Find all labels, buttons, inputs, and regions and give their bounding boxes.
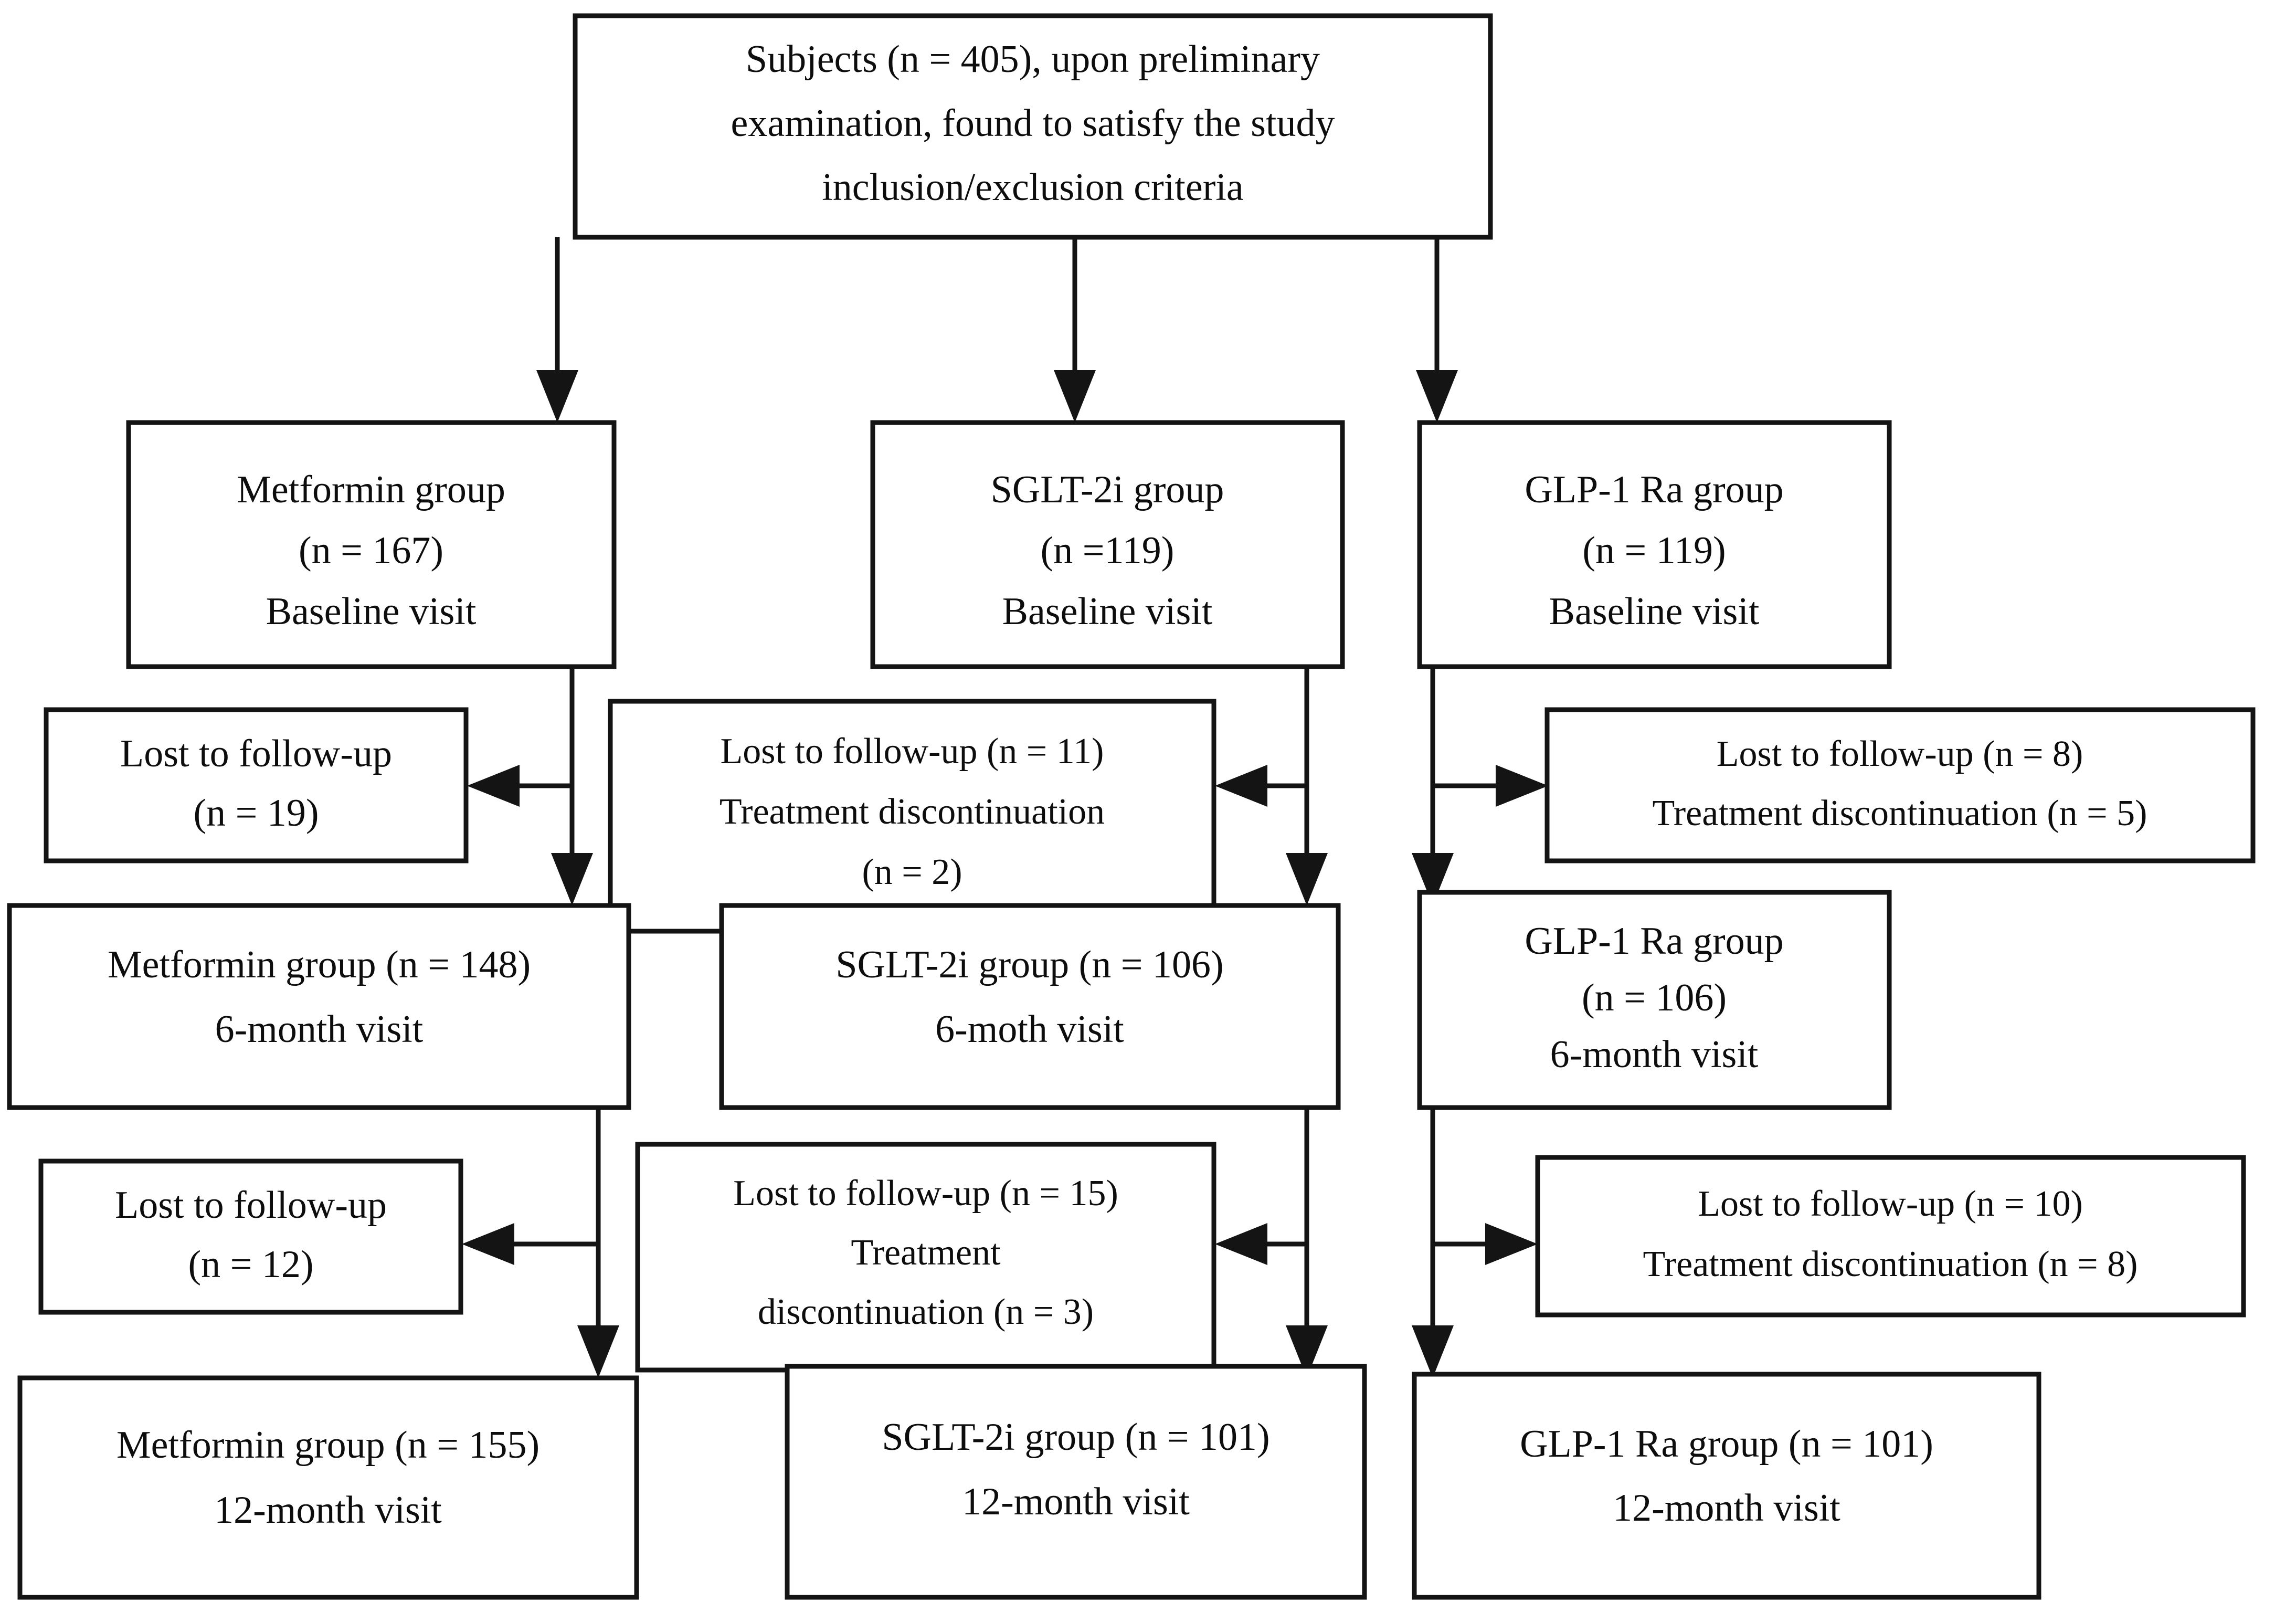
enrollment-line-1: Subjects (n = 405), upon preliminary <box>746 38 1320 81</box>
connector-glp1ra-6month-to-12month <box>1412 1108 1454 1378</box>
sglt2i-12month-line-2: 12-month visit <box>962 1480 1190 1523</box>
metformin-12month-line-1: Metformin group (n = 155) <box>117 1424 539 1467</box>
connector-metformin-baseline-to-6month <box>551 667 593 905</box>
node-glp1ra-6month: GLP-1 Ra group (n = 106) 6-month visit <box>1417 890 1892 1110</box>
sglt2i-attrition-2-line-3: discontinuation (n = 3) <box>758 1292 1094 1332</box>
glp1ra-6month-line-2: (n = 106) <box>1582 976 1727 1019</box>
glp1ra-12month-line-2: 12-month visit <box>1613 1487 1840 1530</box>
connector-glp1ra-baseline-to-6month <box>1412 667 1454 905</box>
node-metformin-attrition-2: Lost to follow-up (n = 12) <box>38 1158 463 1315</box>
node-metformin-12month: Metformin group (n = 155) 12-month visit <box>17 1375 639 1600</box>
node-sglt2i-12month: SGLT-2i group (n = 101) 12-month visit <box>785 1364 1367 1600</box>
metformin-baseline-line-3: Baseline visit <box>266 590 477 633</box>
metformin-attrition-2-line-2: (n = 12) <box>188 1243 313 1286</box>
glp1ra-6month-line-1: GLP-1 Ra group <box>1525 920 1783 963</box>
metformin-baseline-line-1: Metformin group <box>237 468 505 511</box>
connector-enrollment-to-metformin <box>536 237 578 423</box>
node-sglt2i-baseline: SGLT-2i group (n =119) Baseline visit <box>870 420 1345 669</box>
sglt2i-12month-line-1: SGLT-2i group (n = 101) <box>882 1416 1269 1459</box>
node-glp1ra-12month: GLP-1 Ra group (n = 101) 12-month visit <box>1412 1372 2041 1600</box>
sglt2i-6month-line-2: 6-moth visit <box>935 1008 1124 1051</box>
sglt2i-baseline-line-1: SGLT-2i group <box>991 468 1224 511</box>
metformin-6month-line-1: Metformin group (n = 148) <box>108 943 531 986</box>
glp1ra-attrition-1-line-1: Lost to follow-up (n = 8) <box>1717 734 2083 774</box>
connector-metformin-to-attrition-2 <box>462 1223 598 1265</box>
glp1ra-attrition-2-line-1: Lost to follow-up (n = 10) <box>1698 1184 2083 1224</box>
metformin-6month-line-2: 6-month visit <box>215 1008 424 1051</box>
sglt2i-attrition-1-line-1: Lost to follow-up (n = 11) <box>721 731 1104 772</box>
connector-sglt2i-6month-to-12month <box>1286 1108 1328 1378</box>
glp1ra-baseline-line-1: GLP-1 Ra group <box>1525 468 1783 511</box>
connector-enrollment-to-sglt2i <box>1054 237 1096 423</box>
sglt2i-attrition-2-line-2: Treatment <box>851 1232 1001 1273</box>
node-metformin-baseline: Metformin group (n = 167) Baseline visit <box>126 420 617 669</box>
sglt2i-baseline-line-2: (n =119) <box>1041 529 1175 572</box>
connector-metformin-6month-to-12month <box>577 1108 619 1378</box>
connector-metformin-to-attrition-1 <box>467 765 572 807</box>
sglt2i-6month-line-1: SGLT-2i group (n = 106) <box>835 943 1223 986</box>
glp1ra-baseline-line-3: Baseline visit <box>1549 590 1760 633</box>
glp1ra-12month-line-1: GLP-1 Ra group (n = 101) <box>1520 1423 1933 1466</box>
connector-layer <box>462 237 1548 1378</box>
glp1ra-attrition-2-line-2: Treatment discontinuation (n = 8) <box>1643 1244 2138 1284</box>
enrollment-line-3: inclusion/exclusion criteria <box>822 166 1244 209</box>
connector-glp1ra-to-attrition-1 <box>1433 765 1548 807</box>
node-sglt2i-attrition-2: Lost to follow-up (n = 15) Treatment dis… <box>635 1142 1216 1373</box>
node-metformin-attrition-1: Lost to follow-up (n = 19) <box>44 707 469 863</box>
glp1ra-baseline-line-2: (n = 119) <box>1582 529 1726 572</box>
node-sglt2i-attrition-1: Lost to follow-up (n = 11) Treatment dis… <box>608 699 1216 934</box>
connector-sglt2i-to-attrition-2 <box>1215 1223 1307 1265</box>
glp1ra-6month-line-3: 6-month visit <box>1550 1033 1759 1076</box>
connector-sglt2i-baseline-to-6month <box>1286 667 1328 905</box>
connector-glp1ra-to-attrition-2 <box>1433 1223 1538 1265</box>
sglt2i-attrition-1-line-3: (n = 2) <box>862 852 962 892</box>
metformin-attrition-1-line-2: (n = 19) <box>193 792 319 835</box>
sglt2i-attrition-1-line-2: Treatment discontinuation <box>720 792 1105 832</box>
metformin-baseline-line-2: (n = 167) <box>299 529 443 572</box>
enrollment-line-2: examination, found to satisfy the study <box>731 102 1335 145</box>
node-glp1ra-baseline: GLP-1 Ra group (n = 119) Baseline visit <box>1417 420 1892 669</box>
node-glp1ra-attrition-1: Lost to follow-up (n = 8) Treatment disc… <box>1544 707 2256 863</box>
sglt2i-attrition-2-line-1: Lost to follow-up (n = 15) <box>733 1173 1118 1214</box>
sglt2i-baseline-line-3: Baseline visit <box>1002 590 1213 633</box>
node-sglt2i-6month: SGLT-2i group (n = 106) 6-moth visit <box>719 903 1341 1110</box>
node-enrollment: Subjects (n = 405), upon preliminary exa… <box>573 13 1493 240</box>
metformin-attrition-1-line-1: Lost to follow-up <box>120 732 392 775</box>
metformin-12month-line-2: 12-month visit <box>214 1489 442 1532</box>
node-glp1ra-attrition-2: Lost to follow-up (n = 10) Treatment dis… <box>1535 1155 2246 1318</box>
connector-sglt2i-to-attrition-1 <box>1215 765 1307 807</box>
connector-enrollment-to-glp1ra <box>1416 237 1458 423</box>
glp1ra-attrition-1-line-2: Treatment discontinuation (n = 5) <box>1653 793 2147 834</box>
node-metformin-6month: Metformin group (n = 148) 6-month visit <box>7 903 631 1110</box>
metformin-attrition-2-line-1: Lost to follow-up <box>115 1184 387 1227</box>
